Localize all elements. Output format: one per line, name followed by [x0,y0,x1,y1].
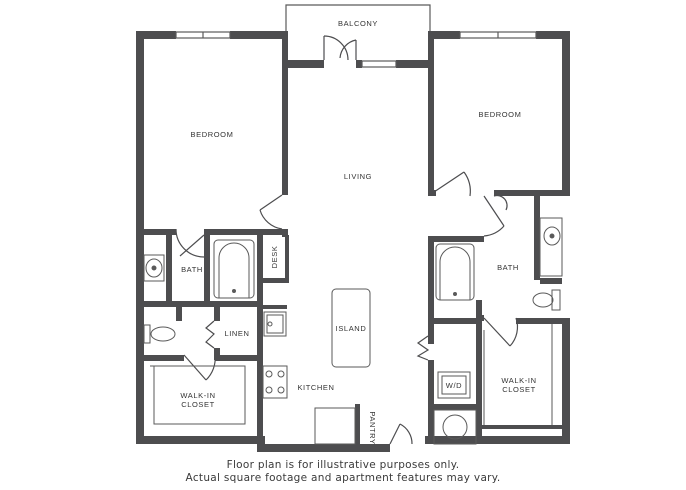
label-wd: W/D [446,381,462,390]
windows [175,31,537,68]
label-walkin-right-2: CLOSET [502,385,536,394]
label-walkin-right-1: WALK-IN [501,376,536,385]
label-bath-left: BATH [181,265,203,274]
label-bedroom-right: BEDROOM [479,110,522,119]
label-walkin-left-2: CLOSET [181,400,215,409]
room-labels: BALCONY BEDROOM BEDROOM LIVING BATH BATH… [180,19,536,445]
label-walkin-left-1: WALK-IN [180,391,215,400]
label-bath-right: BATH [497,263,519,272]
balcony [285,4,431,35]
interior-walls [136,60,570,445]
label-island: ISLAND [336,324,367,333]
label-living: LIVING [344,172,372,181]
label-linen: LINEN [224,329,249,338]
exterior-walls [136,31,570,452]
disclaimer-line-1: Floor plan is for illustrative purposes … [226,459,460,471]
label-balcony: BALCONY [338,19,378,28]
label-bedroom-left: BEDROOM [191,130,234,139]
disclaimer-line-2: Actual square footage and apartment feat… [185,472,501,484]
fixtures [143,217,563,445]
label-kitchen: KITCHEN [297,383,334,392]
label-desk: DESK [270,246,279,269]
label-pantry: PANTRY [368,411,377,444]
doors [175,35,519,445]
